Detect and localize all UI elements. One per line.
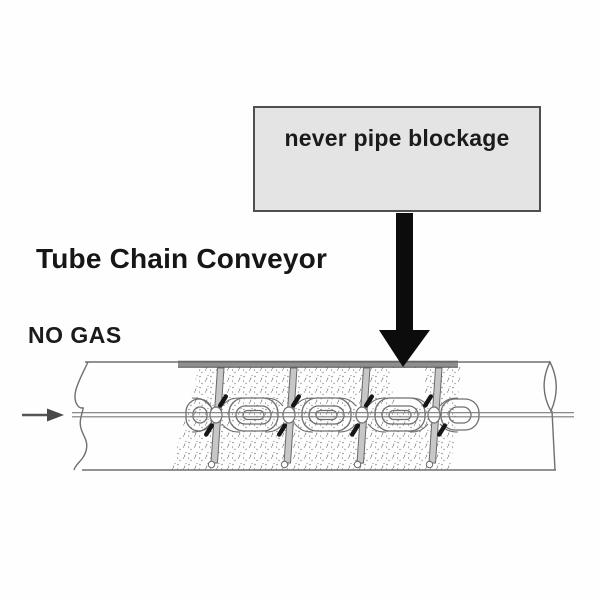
- down-arrow-icon: [379, 213, 430, 367]
- page-title: Tube Chain Conveyor: [36, 243, 328, 274]
- disc-foot: [425, 460, 434, 469]
- pipe-top-band: [178, 361, 458, 368]
- no-gas-label: NO GAS: [28, 322, 122, 348]
- disc-foot: [353, 460, 362, 469]
- disc-hubs: [209, 406, 441, 424]
- material-gap: [389, 368, 425, 411]
- pipe-break-left: [73, 361, 89, 471]
- link-wedges: [203, 394, 448, 437]
- material-stipple: [171, 367, 461, 470]
- disc-foot: [280, 460, 289, 469]
- disc-foot: [207, 460, 216, 469]
- callout-text: never pipe blockage: [284, 125, 510, 151]
- chain-axis: [72, 412, 574, 418]
- hub-flares: [191, 397, 459, 433]
- pipe-outline: [73, 360, 557, 471]
- callout-box: never pipe blockage: [253, 106, 541, 212]
- flow-arrow-icon: [22, 408, 64, 422]
- pipe-break-right: [543, 360, 557, 413]
